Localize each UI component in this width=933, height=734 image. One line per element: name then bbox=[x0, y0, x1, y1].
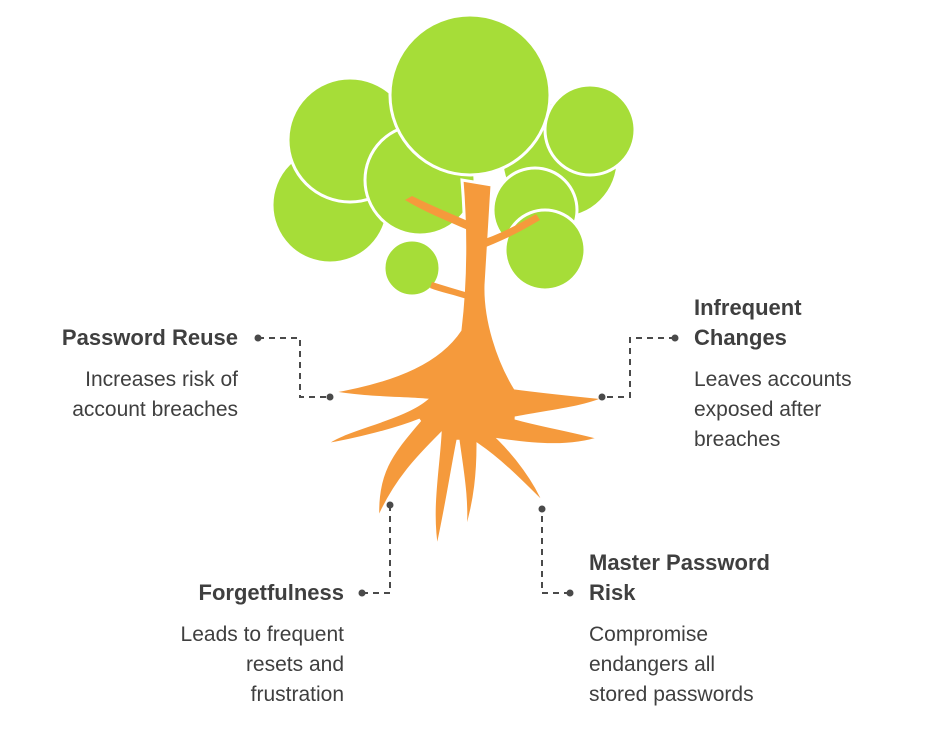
tree-foliage bbox=[270, 13, 637, 298]
infrequent-changes-title: Infrequent Changes bbox=[694, 295, 802, 350]
password-reuse-title: Password Reuse bbox=[61, 325, 238, 350]
connector-master-password bbox=[541, 509, 570, 594]
callout-master-password-risk: Master Password Risk Compromise endanger… bbox=[589, 548, 829, 710]
forgetfulness-desc: Leads to frequent resets and frustration bbox=[180, 623, 344, 706]
tree-branches bbox=[405, 196, 540, 300]
connector-dots bbox=[254, 334, 679, 597]
infrequent-changes-desc: Leaves accounts exposed after breaches bbox=[694, 368, 852, 451]
master-password-risk-desc: Compromise endangers all stored password… bbox=[589, 623, 754, 706]
password-reuse-desc: Increases risk of account breaches bbox=[72, 368, 238, 421]
callout-infrequent-changes: Infrequent Changes Leaves accounts expos… bbox=[694, 293, 924, 455]
callout-forgetfulness: Forgetfulness Leads to frequent resets a… bbox=[104, 578, 344, 710]
connector-forgetfulness bbox=[362, 505, 391, 594]
connector-infrequent-changes bbox=[602, 337, 675, 398]
forgetfulness-title: Forgetfulness bbox=[198, 580, 344, 605]
master-password-risk-title: Master Password Risk bbox=[589, 550, 770, 605]
connector-lines bbox=[258, 337, 675, 594]
callout-password-reuse: Password Reuse Increases risk of account… bbox=[8, 323, 238, 425]
connector-password-reuse bbox=[258, 337, 330, 398]
